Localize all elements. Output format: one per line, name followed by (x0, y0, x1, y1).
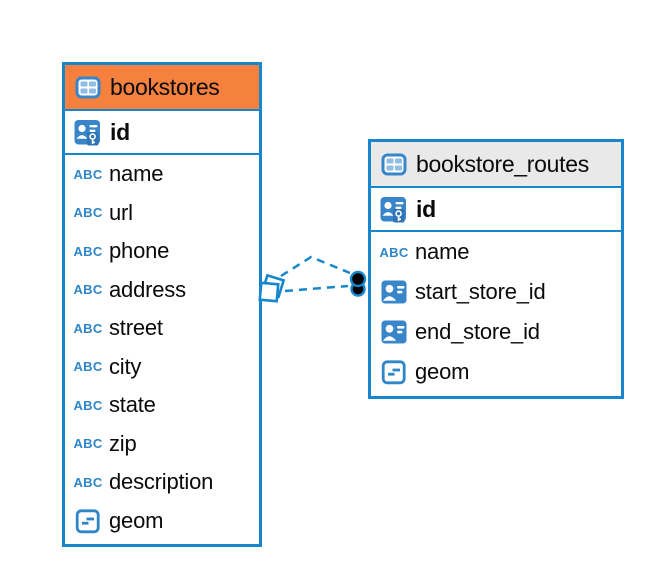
column-row-street[interactable]: ABC street (65, 309, 259, 348)
table-icon (379, 153, 409, 176)
column-name: name (415, 239, 470, 264)
column-name: start_store_id (415, 279, 546, 304)
column-row-url[interactable]: ABC url (65, 193, 259, 232)
table-icon (73, 76, 103, 99)
column-name: zip (109, 430, 137, 456)
column-name: phone (109, 238, 170, 264)
table-bookstores[interactable]: bookstores id ABC na (62, 62, 262, 547)
diamond-terminator-front (258, 281, 280, 303)
column-row-name[interactable]: ABC name (371, 232, 621, 272)
column-name: city (109, 353, 142, 379)
text-type-icon: ABC (73, 474, 103, 490)
table-header-bookstore-routes[interactable]: bookstore_routes (371, 142, 621, 188)
column-name: geom (415, 359, 470, 384)
table-title: bookstore_routes (416, 150, 589, 177)
column-name: url (109, 199, 133, 225)
text-type-icon: ABC (73, 436, 103, 452)
column-row-geom[interactable]: geom (65, 501, 259, 540)
column-row-phone[interactable]: ABC phone (65, 232, 259, 271)
column-row-id[interactable]: id (371, 188, 621, 232)
foreign-key-icon (379, 320, 409, 344)
text-type-icon: ABC (73, 397, 103, 413)
column-row-end-store-id[interactable]: end_store_id (371, 312, 621, 352)
column-row-name[interactable]: ABC name (65, 155, 259, 194)
text-type-icon: ABC (73, 359, 103, 375)
text-type-icon: ABC (379, 244, 409, 260)
column-name: id (110, 118, 130, 145)
column-row-id[interactable]: id (65, 111, 259, 155)
text-type-icon: ABC (73, 320, 103, 336)
text-type-icon: ABC (73, 166, 103, 182)
column-row-address[interactable]: ABC address (65, 270, 259, 309)
column-name: name (109, 161, 164, 187)
relationship-connector[interactable] (248, 240, 378, 312)
table-bookstore-routes[interactable]: bookstore_routes id ABC (368, 139, 624, 399)
column-name: id (416, 195, 436, 222)
column-row-geom[interactable]: geom (371, 352, 621, 392)
column-row-zip[interactable]: ABC zip (65, 424, 259, 463)
column-name: end_store_id (415, 319, 540, 344)
relationship-line-lower[interactable] (284, 284, 349, 293)
primary-key-icon (379, 196, 409, 223)
column-name: state (109, 392, 156, 418)
column-row-state[interactable]: ABC state (65, 386, 259, 425)
text-type-icon: ABC (73, 243, 103, 259)
text-type-icon: ABC (73, 205, 103, 221)
relationship-line-upper[interactable] (280, 255, 351, 278)
column-row-start-store-id[interactable]: start_store_id (371, 272, 621, 312)
table-header-bookstores[interactable]: bookstores (65, 65, 259, 111)
column-list: ABC name ABC url ABC phone ABC address A… (65, 155, 259, 540)
column-name: description (109, 469, 214, 495)
text-type-icon: ABC (73, 282, 103, 298)
table-title: bookstores (110, 73, 220, 100)
column-row-description[interactable]: ABC description (65, 463, 259, 502)
column-name: geom (109, 507, 164, 533)
column-row-city[interactable]: ABC city (65, 347, 259, 386)
geometry-type-icon (379, 359, 409, 385)
primary-key-icon (73, 119, 103, 146)
geometry-type-icon (73, 508, 103, 534)
column-name: street (109, 315, 163, 341)
column-name: address (109, 276, 186, 302)
foreign-key-icon (379, 280, 409, 304)
dot-terminator-front (349, 270, 367, 288)
column-list: ABC name start_store_id (371, 232, 621, 392)
